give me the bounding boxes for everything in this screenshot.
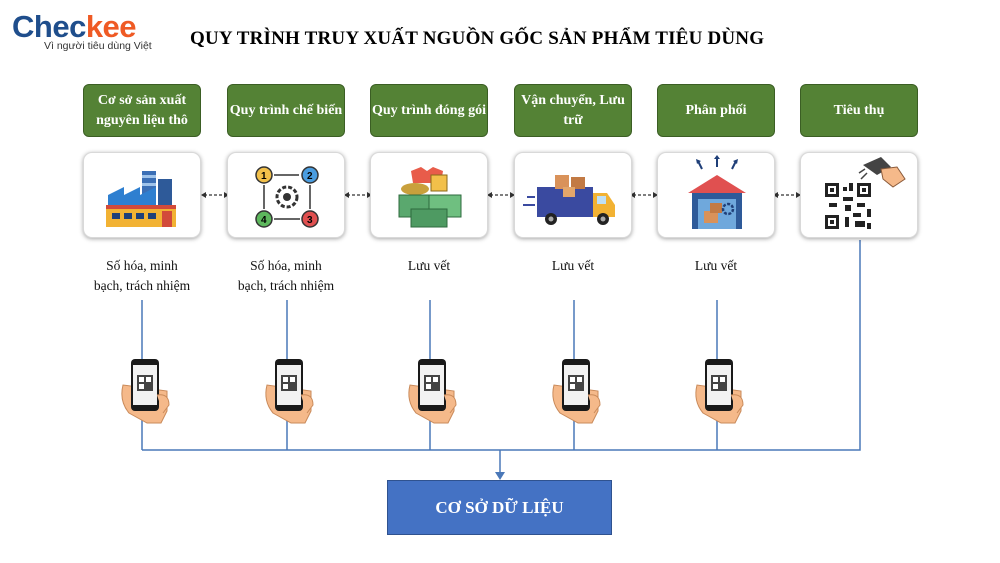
process-cycle-icon: 1 2 3 4 — [255, 166, 319, 228]
warehouse-icon — [688, 155, 746, 229]
database-box: CƠ SỞ DỮ LIỆU — [387, 480, 612, 535]
connector-6 — [142, 240, 861, 451]
checkee-logo: Checkee Vì người tiêu dùng Việt — [12, 10, 172, 58]
factory-icon — [106, 171, 176, 227]
step-4-header: Vận chuyển, Lưu trữ — [514, 84, 632, 137]
step-1-card — [83, 152, 201, 238]
step-6-card — [800, 152, 918, 238]
svg-text:1: 1 — [261, 171, 267, 182]
step-4-card — [514, 152, 632, 238]
step-1-note-line1: Số hóa, minh — [106, 258, 178, 273]
logo-brand-part2: kee — [85, 9, 137, 44]
step-1-header: Cơ sở sản xuất nguyên liệu thô — [83, 84, 201, 137]
step-2-card: 1 2 3 4 — [227, 152, 345, 238]
phone-qr-icon — [121, 359, 170, 424]
delivery-truck-icon — [523, 175, 615, 225]
step-3-note: Lưu vết — [359, 256, 499, 276]
diagram-title: QUY TRÌNH TRUY XUẤT NGUỒN GỐC SẢN PHẨM T… — [190, 28, 765, 49]
step-2-header: Quy trình chế biến — [227, 84, 345, 137]
step-2-note-line1: Số hóa, minh — [250, 258, 322, 273]
phone-qr-icon — [552, 359, 601, 424]
phone-qr-icon — [695, 359, 744, 424]
logo-brand-part1: Chec — [12, 9, 86, 44]
step-1-note: Số hóa, minh bạch, trách nhiệm — [72, 256, 212, 296]
step-2-note-line2: bạch, trách nhiệm — [237, 278, 335, 293]
qr-scanner-icon — [825, 157, 906, 229]
phone-qr-icon — [408, 359, 457, 424]
logo-wordmark: Checkee — [12, 10, 172, 44]
svg-text:4: 4 — [261, 215, 267, 226]
step-5-card — [657, 152, 775, 238]
svg-text:2: 2 — [307, 171, 313, 182]
phone-qr-icon — [265, 359, 314, 424]
step-5-note: Lưu vết — [646, 256, 786, 276]
step-3-note-line1: Lưu vết — [407, 258, 451, 273]
step-3-card — [370, 152, 488, 238]
arrowhead-down — [495, 472, 505, 480]
step-1-note-line2: bạch, trách nhiệm — [93, 278, 191, 293]
logo-tagline: Vì người tiêu dùng Việt — [44, 40, 152, 52]
packaging-boxes-icon — [398, 167, 462, 228]
step-6-header: Tiêu thụ — [800, 84, 918, 137]
step-4-note: Lưu vết — [503, 256, 643, 276]
step-4-note-line1: Lưu vết — [551, 258, 595, 273]
step-5-note-line1: Lưu vết — [694, 258, 738, 273]
step-5-header: Phân phối — [657, 84, 775, 137]
step-2-note: Số hóa, minh bạch, trách nhiệm — [216, 256, 356, 296]
step-3-header: Quy trình đóng gói — [370, 84, 488, 137]
svg-text:3: 3 — [307, 215, 313, 226]
